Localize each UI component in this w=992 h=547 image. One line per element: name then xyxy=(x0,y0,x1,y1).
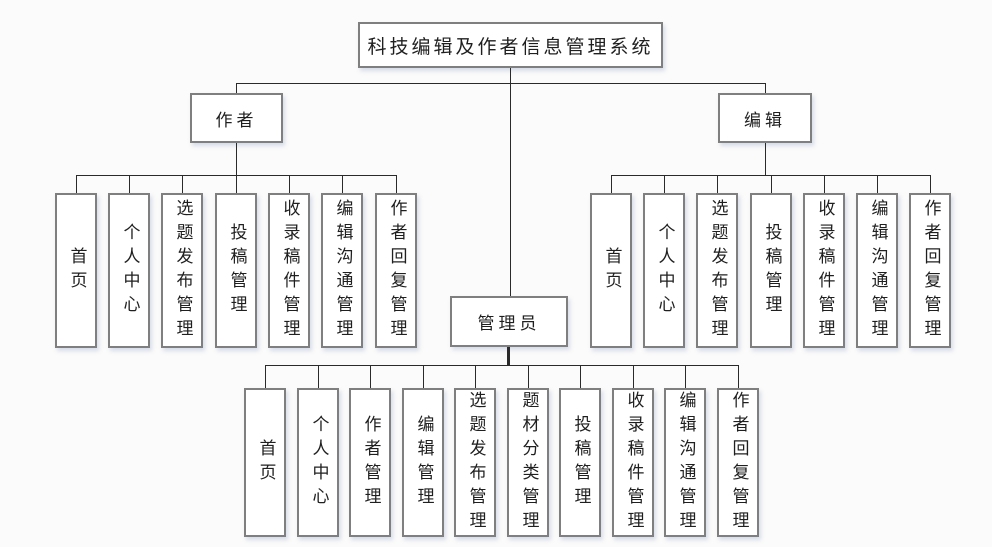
node-label: 编辑管理 xyxy=(413,414,434,511)
connector-line xyxy=(510,68,511,296)
admin-node-personal-center: 个人中心 xyxy=(297,388,339,537)
node-label: 作者回复管理 xyxy=(920,198,941,343)
author-node-submission-management: 投稿管理 xyxy=(215,193,257,348)
connector-line xyxy=(930,175,931,193)
editor-node-author-reply-management: 作者回复管理 xyxy=(909,193,951,348)
connector-line xyxy=(771,175,772,193)
connector-line xyxy=(738,365,739,388)
node-label: 编辑沟通管理 xyxy=(332,198,353,343)
node-label: 题材分类管理 xyxy=(518,390,539,535)
node-label: 选题发布管理 xyxy=(707,198,728,343)
connector-line xyxy=(765,83,766,93)
editor-node-submission-management: 投稿管理 xyxy=(750,193,792,348)
connector-line xyxy=(611,175,612,193)
node-label: 投稿管理 xyxy=(226,222,247,319)
admin-node-included-manuscript-management: 收录稿件管理 xyxy=(612,388,654,537)
connector-line xyxy=(877,175,878,193)
root-node-system-title: 科技编辑及作者信息管理系统 xyxy=(358,22,663,68)
branch-node-editor: 编辑 xyxy=(718,93,812,143)
node-label: 编辑沟通管理 xyxy=(675,390,696,535)
node-label: 首页 xyxy=(66,246,87,295)
node-label: 投稿管理 xyxy=(570,414,591,511)
node-label: 收录稿件管理 xyxy=(814,198,835,343)
node-label: 编辑沟通管理 xyxy=(867,198,888,343)
editor-node-included-manuscript-management: 收录稿件管理 xyxy=(803,193,845,348)
node-label: 收录稿件管理 xyxy=(279,198,300,343)
connector-line xyxy=(475,365,476,388)
node-label: 作者回复管理 xyxy=(728,390,749,535)
editor-node-editor-communication-management: 编辑沟通管理 xyxy=(856,193,898,348)
author-node-author-reply-management: 作者回复管理 xyxy=(375,193,417,348)
node-label: 个人中心 xyxy=(308,414,329,511)
connector-line xyxy=(182,175,183,193)
editor-node-home: 首页 xyxy=(590,193,632,348)
connector-line xyxy=(528,365,529,388)
connector-line xyxy=(717,175,718,193)
node-label: 投稿管理 xyxy=(761,222,782,319)
connector-line xyxy=(76,175,77,193)
author-node-included-manuscript-management: 收录稿件管理 xyxy=(268,193,310,348)
connector-line xyxy=(370,365,371,388)
editor-node-personal-center: 个人中心 xyxy=(643,193,685,348)
connector-line xyxy=(423,365,424,388)
node-label: 选题发布管理 xyxy=(465,390,486,535)
connector-line xyxy=(265,365,266,388)
admin-node-home: 首页 xyxy=(244,388,286,537)
admin-node-topic-publish-management: 选题发布管理 xyxy=(454,388,496,537)
connector-line xyxy=(236,83,765,84)
admin-node-author-management: 作者管理 xyxy=(349,388,391,537)
node-label: 作者回复管理 xyxy=(386,198,407,343)
connector-line xyxy=(685,365,686,388)
node-label: 个人中心 xyxy=(654,222,675,319)
node-label: 收录稿件管理 xyxy=(623,390,644,535)
connector-line xyxy=(664,175,665,193)
connector-line xyxy=(236,83,237,93)
admin-node-author-reply-management: 作者回复管理 xyxy=(717,388,759,537)
connector-line xyxy=(507,347,510,365)
connector-line xyxy=(265,365,738,366)
connector-line xyxy=(342,175,343,193)
author-node-editor-communication-management: 编辑沟通管理 xyxy=(321,193,363,348)
connector-line xyxy=(611,175,930,176)
author-node-topic-publish-management: 选题发布管理 xyxy=(161,193,203,348)
admin-node-editor-management: 编辑管理 xyxy=(402,388,444,537)
admin-node-submission-management: 投稿管理 xyxy=(559,388,601,537)
node-label: 首页 xyxy=(255,438,276,487)
author-node-personal-center: 个人中心 xyxy=(108,193,150,348)
admin-node-editor-communication-management: 编辑沟通管理 xyxy=(664,388,706,537)
admin-node-genre-category-management: 题材分类管理 xyxy=(507,388,549,537)
node-label: 个人中心 xyxy=(119,222,140,319)
connector-line xyxy=(396,175,397,193)
node-label: 选题发布管理 xyxy=(172,198,193,343)
connector-line xyxy=(580,365,581,388)
editor-node-topic-publish-management: 选题发布管理 xyxy=(696,193,738,348)
connector-line xyxy=(236,175,237,193)
node-label: 首页 xyxy=(601,246,622,295)
author-node-home: 首页 xyxy=(55,193,97,348)
branch-node-author: 作者 xyxy=(190,93,283,143)
connector-line xyxy=(633,365,634,388)
node-label: 作者管理 xyxy=(360,414,381,511)
connector-line xyxy=(318,365,319,388)
branch-node-admin: 管理员 xyxy=(450,296,568,347)
connector-line xyxy=(289,175,290,193)
connector-line xyxy=(765,143,766,175)
connector-line xyxy=(236,143,237,175)
connector-line xyxy=(824,175,825,193)
connector-line xyxy=(129,175,130,193)
